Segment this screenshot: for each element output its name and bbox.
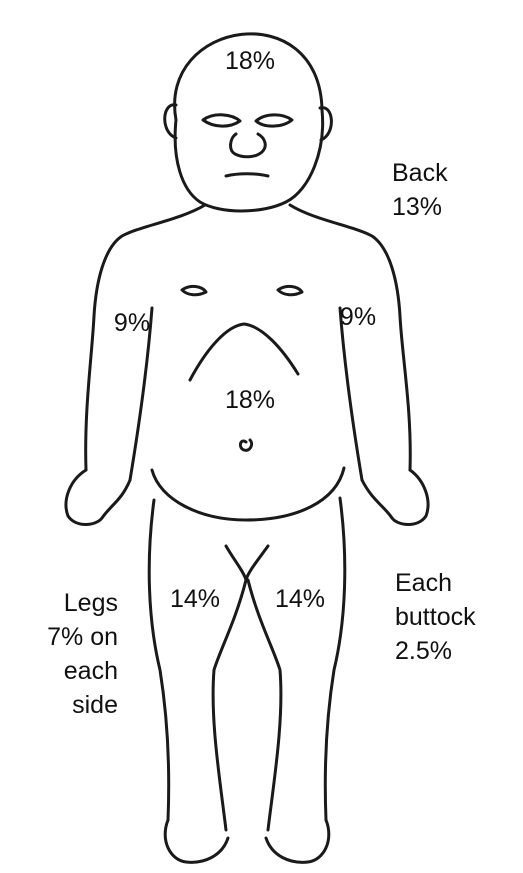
label-left-leg: 14%: [159, 582, 231, 616]
label-back: Back 13%: [392, 156, 448, 224]
right-leg-outer: [325, 498, 345, 820]
left-leg-inner: [213, 580, 246, 830]
buttock-note-line-1: Each: [395, 566, 476, 600]
crotch: [226, 546, 268, 580]
buttock-note-line-2: buttock: [395, 600, 476, 634]
belly: [152, 468, 344, 520]
label-right-arm: 9%: [328, 300, 388, 334]
mouth: [226, 174, 268, 176]
back-title: Back: [392, 156, 448, 190]
legs-note-line-1: Legs: [0, 586, 118, 620]
torso-right: [290, 205, 410, 470]
right-hand: [362, 470, 428, 525]
rib-line: [190, 324, 298, 380]
legs-note-line-2: 7% on: [0, 620, 118, 654]
right-nipple: [278, 286, 302, 294]
label-head: 18%: [205, 44, 295, 78]
buttock-note-line-3: 2.5%: [395, 634, 476, 668]
legs-note-line-4: side: [0, 688, 118, 722]
left-hand: [66, 470, 130, 525]
label-left-arm: 9%: [102, 306, 162, 340]
label-legs-note: Legs 7% on each side: [0, 586, 118, 722]
right-leg-inner: [248, 580, 281, 830]
navel: [240, 440, 251, 450]
nose: [231, 134, 266, 157]
legs-note-line-3: each: [0, 654, 118, 688]
left-leg-outer: [149, 500, 169, 820]
left-foot: [165, 820, 228, 862]
left-nipple: [182, 286, 206, 294]
label-buttock-note: Each buttock 2.5%: [395, 566, 476, 668]
label-right-leg: 14%: [264, 582, 336, 616]
left-eye: [203, 115, 240, 126]
back-value: 13%: [392, 190, 448, 224]
label-torso: 18%: [205, 383, 295, 417]
right-foot: [266, 820, 329, 862]
right-eye: [256, 115, 292, 126]
